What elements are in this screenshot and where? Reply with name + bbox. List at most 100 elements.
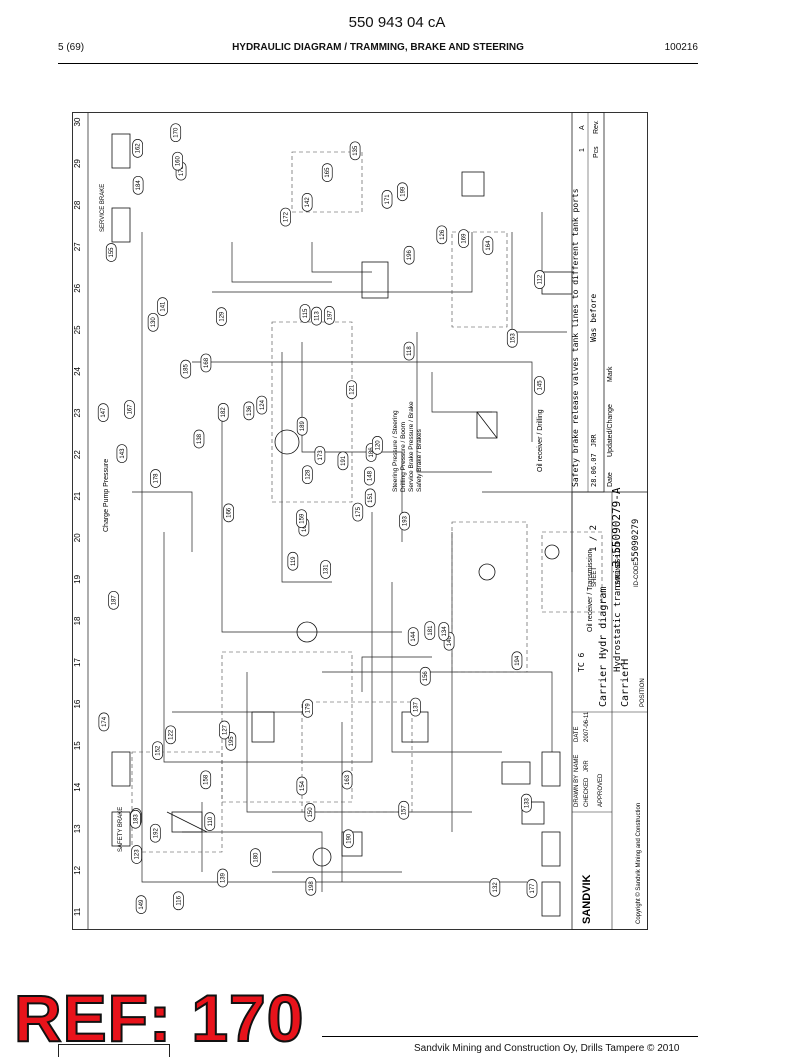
label-position: POSITION: [640, 678, 646, 707]
callout-number: 129: [219, 311, 225, 322]
callout-bubble: 163: [341, 770, 353, 790]
callout-bubble: 153: [506, 328, 518, 348]
grid-label: 20: [73, 533, 82, 542]
callout-bubble: 141: [157, 297, 168, 316]
callout-number: 150: [308, 807, 314, 818]
callout-bubble: 115: [299, 304, 311, 323]
callout-number: 118: [407, 346, 413, 356]
callout-bubble: 121: [346, 380, 357, 400]
label-checked: CHECKED: [584, 777, 590, 807]
callout-bubble: 136: [243, 401, 255, 421]
grid-label: 25: [73, 325, 82, 334]
callout-bubble: 184: [132, 175, 144, 195]
callout-bubble: 112: [534, 270, 545, 289]
callout-number: 171: [385, 194, 391, 205]
callout-bubble: 118: [403, 341, 415, 361]
copyright: Copyright © Sandvik Mining and Construct…: [635, 803, 642, 924]
callout-bubble: 167: [124, 400, 135, 419]
callout-number: 156: [423, 671, 429, 682]
callout-bubble: 164: [482, 236, 494, 255]
revision-col-date: Date: [607, 472, 614, 487]
callout-number: 143: [120, 448, 126, 459]
callout-bubble: 150: [304, 803, 316, 822]
callout-bubble: 156: [419, 666, 431, 686]
footer-copyright: Sandvik Mining and Construction Oy, Dril…: [414, 1043, 680, 1054]
callout-number: 181: [428, 625, 434, 636]
callout-bubble: 182: [217, 402, 229, 422]
callout-bubble: 172: [280, 207, 291, 227]
sheet-number: 1 / 2: [589, 525, 599, 552]
callout-number: 138: [197, 433, 203, 444]
callout-bubble: 168: [200, 353, 212, 373]
callout-bubble: 177: [526, 879, 538, 898]
callout-bubble: 131: [320, 560, 331, 579]
pressure-legend: Steering Pressure / Steering Drilling Pr…: [392, 401, 423, 492]
callout-number: 167: [127, 404, 133, 415]
page-indicator: 5 (69): [58, 42, 85, 53]
callout-bubble: 144: [407, 627, 419, 646]
brake-actuator-symbols: [111, 133, 561, 917]
drawing-title: Carrier Hydr diagram: [598, 587, 609, 707]
callout-bubble: 130: [147, 312, 159, 332]
callout-bubble: 143: [116, 444, 128, 463]
callout-number: 195: [229, 736, 235, 747]
callout-number: 155: [109, 247, 115, 258]
grid-label: 12: [73, 865, 82, 874]
callout-bubble: 183: [130, 809, 141, 829]
callout-bubble: 134: [438, 622, 450, 641]
callout-number: 176: [179, 165, 185, 176]
callout-number: 110: [208, 816, 214, 826]
callout-bubble: 120: [372, 436, 383, 455]
callout-number: 131: [324, 564, 330, 575]
grid-label: 30: [73, 117, 82, 126]
callout-number: 178: [154, 473, 160, 484]
grid-label: 18: [73, 616, 82, 625]
callout-number: 151: [368, 492, 374, 503]
drawn-by-name: JRR: [584, 760, 590, 772]
callout-bubble: 189: [296, 416, 308, 436]
callout-bubble: 173: [314, 446, 326, 465]
callout-bubble: 142: [301, 192, 313, 212]
grid-label: 29: [73, 159, 82, 168]
callout-number: 145: [537, 380, 543, 391]
callout-number: 126: [440, 229, 446, 240]
callout-number: 198: [309, 881, 315, 892]
callout-bubble: 169: [458, 229, 470, 248]
footer-divider: [322, 1036, 698, 1037]
callout-bubble: 192: [149, 823, 161, 843]
callout-bubble: 127: [219, 720, 230, 740]
callout-number: 140: [447, 636, 453, 647]
callout-bubble: 159: [296, 509, 307, 529]
callout-number: 148: [367, 470, 373, 481]
callout-number: 183: [133, 814, 139, 825]
revision-date: 28.06.07: [590, 453, 598, 487]
callout-number: 122: [169, 729, 175, 740]
callout-number: 157: [402, 805, 408, 816]
callout-number: 116: [176, 895, 182, 905]
note-charge-pump: Charge Pump Pressure: [103, 459, 110, 532]
callout-number: 184: [136, 180, 142, 191]
callout-bubble: 175: [352, 502, 364, 522]
callout-bubble: 116: [173, 891, 184, 911]
callout-number: 163: [345, 774, 351, 785]
callout-bubble: 149: [135, 895, 147, 914]
callout-bubble: 174: [98, 712, 110, 732]
callout-number: 153: [510, 333, 516, 344]
callout-bubble: 180: [250, 848, 261, 867]
revision-initials: JRR: [590, 434, 598, 447]
reference-stamp: REF: 170: [13, 981, 305, 1055]
callout-number: 175: [356, 506, 362, 517]
callout-bubble: 162: [132, 139, 143, 158]
callout-number: 144: [411, 631, 417, 642]
callout-number: 189: [300, 421, 306, 432]
legend-line-4: Safety Brake / Brakes: [416, 428, 423, 492]
callout-bubble: 151: [364, 488, 376, 508]
grid-label: 23: [73, 408, 82, 417]
callout-number: 172: [284, 211, 290, 222]
callout-bubble: 133: [521, 793, 532, 813]
callout-bubble: 178: [150, 469, 161, 488]
revision-was-before: Was before: [589, 294, 598, 342]
callout-number: 133: [524, 797, 530, 808]
